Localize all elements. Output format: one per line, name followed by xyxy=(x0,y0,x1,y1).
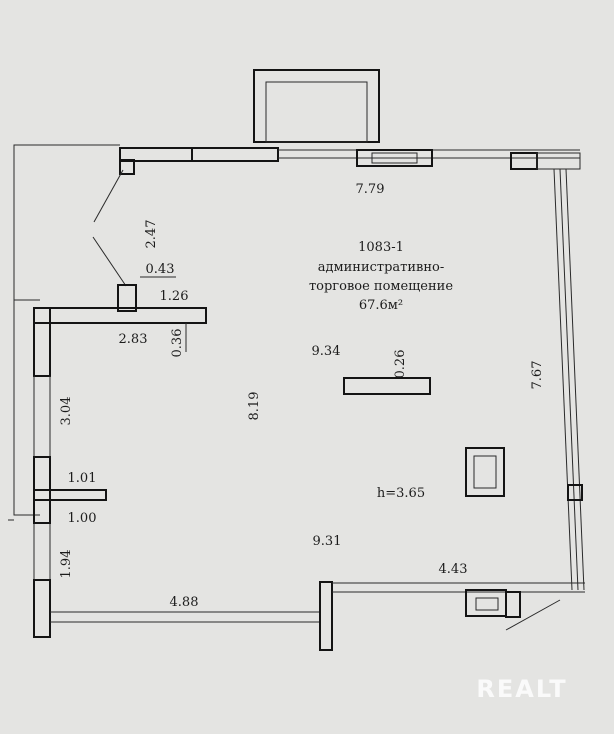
room-height: h=3.65 xyxy=(377,486,425,501)
dim-top-wall: 7.79 xyxy=(356,182,385,197)
dim-bottom-left: 4.88 xyxy=(170,595,199,610)
dim-0-26: 0.26 xyxy=(393,350,408,379)
dim-inner-width-bottom: 9.31 xyxy=(313,534,342,549)
dim-bottom-right: 4.43 xyxy=(439,562,468,577)
left-walls xyxy=(8,284,207,638)
dim-inner-width-top: 9.34 xyxy=(312,344,341,359)
dim-right-wall: 7.67 xyxy=(530,361,545,390)
dim-1-00: 1.00 xyxy=(68,511,97,526)
top-wall xyxy=(119,147,581,175)
room-name-line1: административно- xyxy=(318,260,444,275)
top-bay xyxy=(253,69,380,143)
dim-1-94: 1.94 xyxy=(59,550,74,579)
dim-1-01: 1.01 xyxy=(68,471,97,486)
dim-1-26: 1.26 xyxy=(160,289,189,304)
bottom-walls xyxy=(50,581,585,651)
dim-inner-height: 8.19 xyxy=(247,392,262,421)
right-wall xyxy=(553,168,585,591)
dim-2-47: 2.47 xyxy=(144,220,159,249)
realt-watermark: REALT xyxy=(476,675,567,703)
left-annex xyxy=(13,144,120,516)
dim-2-83: 2.83 xyxy=(119,332,148,347)
dim-3-04: 3.04 xyxy=(59,397,74,426)
dim-0-36: 0.36 xyxy=(170,329,185,358)
interior-elements xyxy=(343,377,505,497)
room-name-line2: торговое помещение xyxy=(309,279,453,294)
dim-0-43: 0.43 xyxy=(146,262,175,277)
room-area: 67.6м² xyxy=(359,298,403,313)
room-number: 1083-1 xyxy=(358,240,404,255)
door-lines xyxy=(92,169,127,287)
